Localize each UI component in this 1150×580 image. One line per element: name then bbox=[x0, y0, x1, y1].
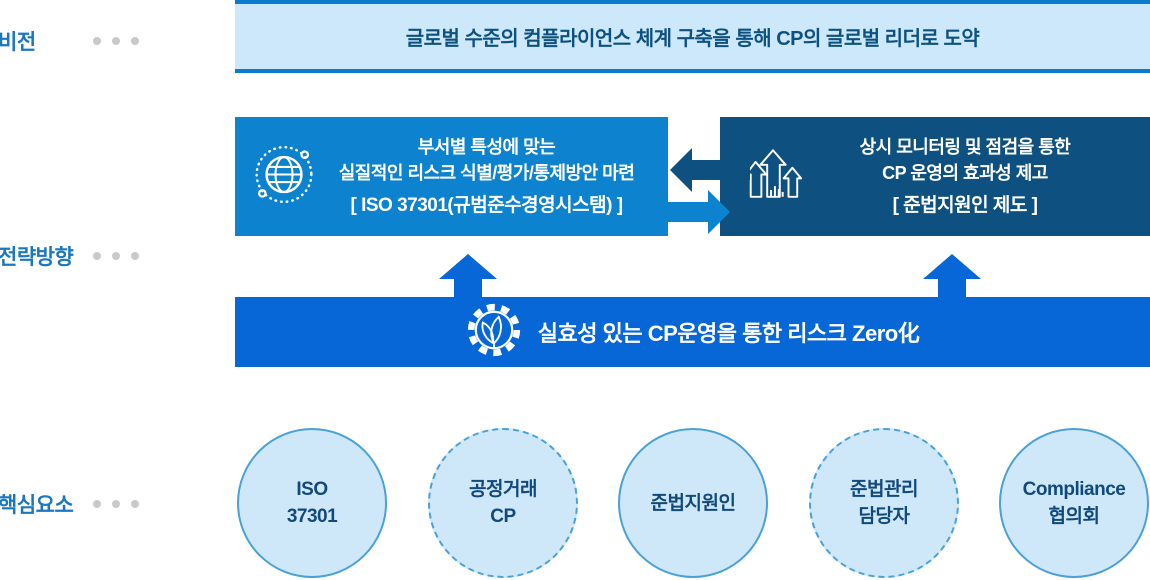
right-box-line2: CP 운영의 효과성 제고 bbox=[882, 163, 1048, 183]
goal-bar-text: 실효성 있는 CP운영을 통한 리스크 Zero化 bbox=[537, 321, 920, 346]
right-box-line1: 상시 모니터링 및 점검을 통한 bbox=[859, 137, 1071, 157]
vision-label: 비전 bbox=[0, 31, 36, 54]
circle-label-line: 준법지원인 bbox=[650, 492, 736, 514]
right-box-bracket: [ 준법지원인 제도 ] bbox=[892, 195, 1038, 216]
dot bbox=[131, 37, 139, 45]
dot bbox=[93, 37, 101, 45]
dot bbox=[112, 37, 120, 45]
core-elements-label: 핵심요소 bbox=[0, 494, 74, 517]
vision-banner: 글로벌 수준의 컴플라이언스 체계 구축을 통해 CP의 글로벌 리더로 도약 bbox=[235, 0, 1150, 73]
circle-label-line: ISO bbox=[296, 479, 328, 500]
dot bbox=[93, 500, 101, 508]
core-circle-compliance-manager: 준법관리 담당자 bbox=[809, 428, 959, 578]
core-circle-compliance-council: Compliance 협의회 bbox=[999, 428, 1149, 578]
circle-label-line: 담당자 bbox=[858, 506, 910, 527]
circle-label-line: 공정거래 bbox=[469, 479, 537, 500]
dots-separator bbox=[93, 37, 139, 45]
exchange-arrows-icon bbox=[650, 140, 750, 240]
core-circle-fair-trade-cp: 공정거래 CP bbox=[428, 428, 578, 578]
dots-separator bbox=[93, 252, 139, 260]
right-box-text: 상시 모니터링 및 점검을 통한 CP 운영의 효과성 제고 [ 준법지원인 제… bbox=[860, 134, 1071, 219]
strategy-label: 전략방향 bbox=[0, 246, 74, 269]
growth-arrows-icon bbox=[742, 146, 804, 207]
circle-label-line: 준법관리 bbox=[850, 479, 918, 500]
left-box-line2: 실질적인 리스크 식별/평가/통제방안 마련 bbox=[338, 163, 635, 183]
side-row-core-elements: 핵심요소 bbox=[0, 489, 230, 519]
side-row-vision: 비전 bbox=[0, 26, 230, 56]
dot bbox=[131, 500, 139, 508]
left-box-line1: 부서별 특성에 맞는 bbox=[417, 137, 556, 157]
side-row-strategy: 전략방향 bbox=[0, 241, 230, 271]
dot bbox=[112, 500, 120, 508]
strategy-box-monitoring: 상시 모니터링 및 점검을 통한 CP 운영의 효과성 제고 [ 준법지원인 제… bbox=[720, 117, 1150, 236]
dot bbox=[93, 252, 101, 260]
left-box-text: 부서별 특성에 맞는 실질적인 리스크 식별/평가/통제방안 마련 [ ISO … bbox=[339, 134, 635, 219]
dot bbox=[131, 252, 139, 260]
up-arrow-icon bbox=[923, 254, 981, 302]
circle-label-line: Compliance bbox=[1022, 479, 1126, 500]
circle-label-line: 37301 bbox=[286, 506, 338, 527]
circle-label-line: CP bbox=[490, 506, 516, 527]
strategy-box-risk-management: 부서별 특성에 맞는 실질적인 리스크 식별/평가/통제방안 마련 [ ISO … bbox=[235, 117, 668, 236]
circle-label-line: 협의회 bbox=[1048, 506, 1100, 527]
vision-banner-text: 글로벌 수준의 컴플라이언스 체계 구축을 통해 CP의 글로벌 리더로 도약 bbox=[405, 28, 980, 50]
dots-separator bbox=[93, 500, 139, 508]
globe-icon bbox=[251, 141, 317, 212]
core-circle-iso-37301: ISO 37301 bbox=[237, 428, 387, 578]
core-circle-compliance-officer: 준법지원인 bbox=[618, 428, 768, 578]
gear-leaf-icon bbox=[466, 302, 522, 363]
up-arrow-icon bbox=[439, 254, 497, 302]
left-box-bracket: [ ISO 37301(규범준수경영시스탬) ] bbox=[350, 195, 623, 216]
dot bbox=[112, 252, 120, 260]
goal-bar: 실효성 있는 CP운영을 통한 리스크 Zero化 bbox=[235, 297, 1150, 367]
